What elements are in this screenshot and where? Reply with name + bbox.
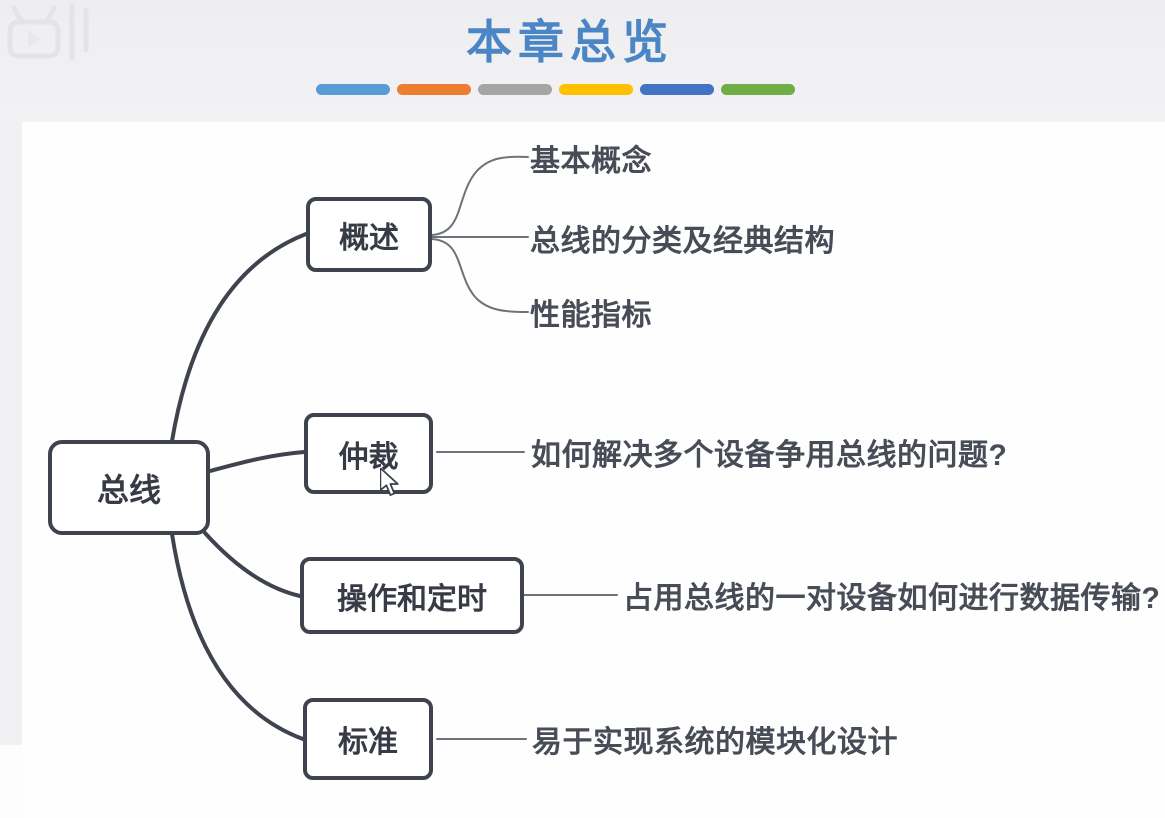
page-title: 本章总览 bbox=[466, 17, 674, 68]
edge-overview-leaf1 bbox=[431, 155, 529, 236]
accent-bar bbox=[721, 84, 795, 95]
leaf-arbitration-question: 如何解决多个设备争用总线的问题? bbox=[531, 439, 1008, 472]
leaf-standard-benefit: 易于实现系统的模块化设计 bbox=[532, 726, 898, 759]
accent-bar bbox=[478, 84, 552, 95]
accent-bars bbox=[316, 84, 795, 95]
edge-root-standard bbox=[170, 532, 305, 741]
mouse-cursor bbox=[380, 468, 399, 496]
leaf-classification-structure: 总线的分类及经典结构 bbox=[530, 225, 835, 258]
slide-header: 本章总览 bbox=[0, 0, 1165, 122]
edge-root-arbitration bbox=[208, 450, 306, 473]
leaf-operation-question: 占用总线的一对设备如何进行数据传输? bbox=[623, 582, 1161, 615]
accent-bar bbox=[397, 84, 471, 95]
accent-bar bbox=[559, 84, 633, 95]
leaf-basic-concepts: 基本概念 bbox=[530, 145, 652, 178]
mindmap-node-arbitration: 仲裁 bbox=[304, 413, 433, 494]
edge-root-overview bbox=[170, 232, 308, 443]
mindmap-node-standard: 标准 bbox=[303, 698, 433, 780]
left-margin-strip bbox=[0, 122, 22, 745]
leaf-performance-metrics: 性能指标 bbox=[530, 299, 652, 332]
mindmap-node-operation-timing: 操作和定时 bbox=[300, 557, 524, 634]
watermark-logo-icon bbox=[7, 3, 89, 61]
mindmap-node-overview: 概述 bbox=[306, 197, 432, 272]
accent-bar bbox=[316, 84, 390, 95]
edge-overview-leaf3 bbox=[431, 238, 529, 313]
edge-root-operation bbox=[203, 531, 302, 598]
accent-bar bbox=[640, 84, 714, 95]
mindmap-node-root: 总线 bbox=[48, 440, 210, 535]
